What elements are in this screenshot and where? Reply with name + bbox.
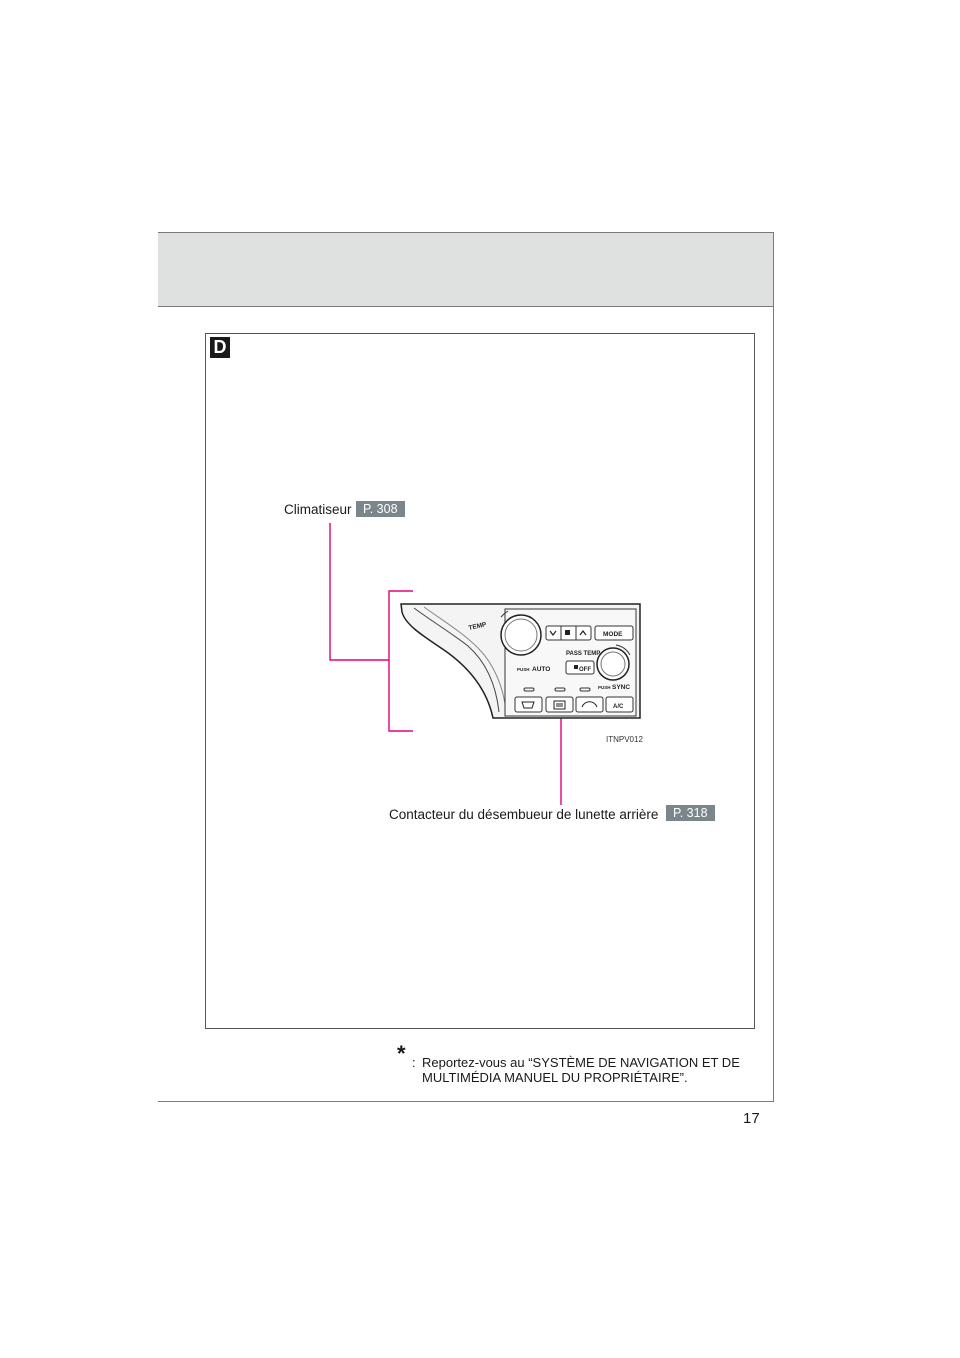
sync-label: SYNC <box>612 684 630 691</box>
rear-defogger-leader <box>557 705 565 805</box>
right-margin-rule <box>773 232 774 1102</box>
rear-defogger-page-ref[interactable]: P. 318 <box>666 805 715 821</box>
footnote-colon: : <box>412 1055 416 1070</box>
mode-label: MODE <box>603 631 623 638</box>
section-letter-badge: D <box>210 337 230 358</box>
push-auto-small-label: PUSH <box>517 667 530 672</box>
air-conditioner-leader <box>329 523 413 732</box>
page-number: 17 <box>743 1110 760 1127</box>
image-code: ITNPV012 <box>606 735 643 744</box>
pass-temp-label: PASS TEMP <box>566 651 600 657</box>
recirculation-button <box>575 696 604 713</box>
fan-off-button <box>565 660 595 675</box>
footnote-line-2: MULTIMÉDIA MANUEL DU PROPRIÉTAIRE”. <box>422 1070 688 1085</box>
driver-temp-knob <box>500 614 542 656</box>
mode-button <box>594 625 634 641</box>
panel-sweep-inner <box>413 607 500 713</box>
air-conditioner-label: Climatiseur <box>284 502 352 517</box>
front-defogger-button <box>514 696 543 713</box>
footnote-line-1: Reportez-vous au “SYSTÈME DE NAVIGATION … <box>422 1055 740 1070</box>
ac-button <box>605 696 634 713</box>
climate-control-panel: TEMP MODE PASS TEMP PUSH AUTO OFF PUSH S… <box>400 603 641 719</box>
footnote-text: Reportez-vous au “SYSTÈME DE NAVIGATION … <box>422 1055 767 1085</box>
off-label: OFF <box>579 667 591 673</box>
auto-label: AUTO <box>532 666 550 673</box>
footnote-asterisk: * <box>397 1041 406 1066</box>
bottom-rule <box>158 1101 774 1102</box>
ac-label: A/C <box>613 704 624 710</box>
temp-label: TEMP <box>468 621 488 632</box>
rear-defogger-label: Contacteur du désembueur de lunette arri… <box>389 807 659 822</box>
passenger-temp-knob <box>596 647 630 681</box>
header-band <box>158 232 773 307</box>
air-conditioner-page-ref[interactable]: P. 308 <box>356 501 405 517</box>
push-sync-small-label: PUSH <box>598 685 611 690</box>
